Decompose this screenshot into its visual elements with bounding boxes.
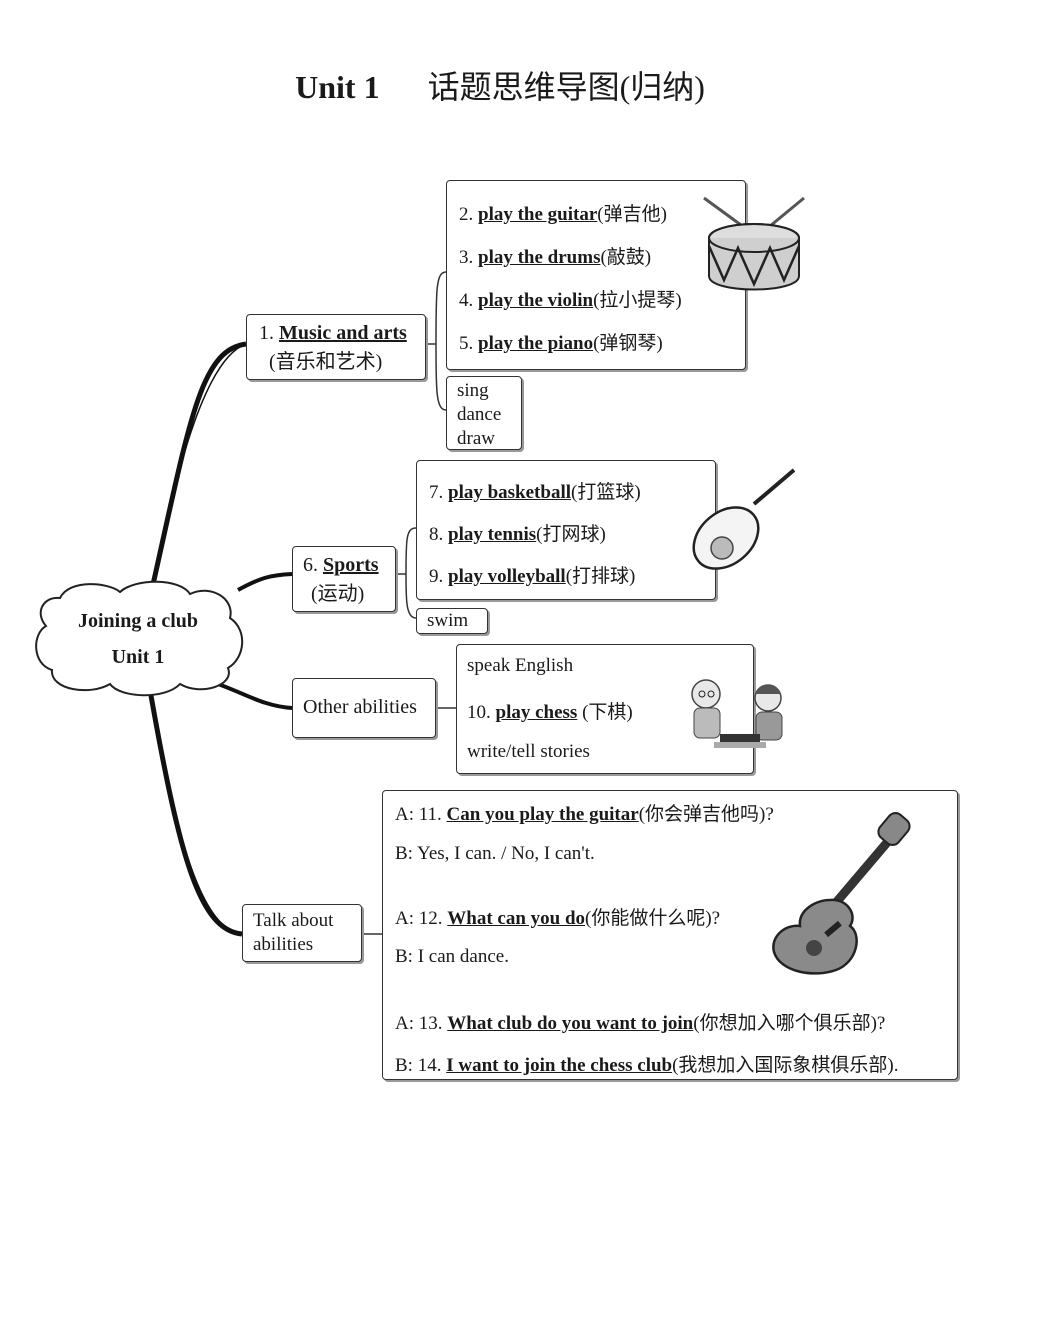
other-label: Other abilities [303,696,417,718]
extra-swim: swim [427,610,469,631]
music-item: 3. play the drums(敲鼓) [459,247,652,268]
music-extra-box: sing dance draw [446,376,522,450]
center-title: Joining a club [77,610,199,632]
category-talk: Talk about abilities [242,904,362,962]
talk-label-1: Talk about [253,910,334,931]
chess-kids-icon [691,679,783,748]
dialogue-box: A: 11. Can you play the guitar(你会弹吉他吗)? … [382,790,958,1080]
tennis-racket-icon [692,468,796,570]
sports-answer: Sports [323,554,379,576]
extra-dance: dance [457,404,502,425]
page-title: Unit 1 话题思维导图(归纳) [0,62,1000,108]
category-other: Other abilities [292,678,436,738]
talk-label-2: abilities [253,934,314,955]
dialogue-line: A: 13. What club do you want to join(你想加… [395,1013,886,1034]
sports-item: 7. play basketball(打篮球) [429,482,641,503]
music-item: 2. play the guitar(弹吉他) [459,204,667,225]
other-item-chess: 10. play chess (下棋) [467,702,633,723]
sports-items-box: 7. play basketball(打篮球) 8. play tennis(打… [416,460,716,600]
other-item-stories: write/tell stories [467,741,590,762]
music-answer: Music and arts [279,322,407,344]
sports-zh: (运动) [311,583,365,605]
other-item-speak: speak English [467,655,574,676]
music-items-box: 2. play the guitar(弹吉他) 3. play the drum… [446,180,746,370]
category-music: 1. Music and arts (音乐和艺术) [246,314,426,380]
extra-draw: draw [457,428,495,449]
cloud-shape [35,580,244,697]
title-topic: 话题思维导图(归纳) [427,69,705,105]
dialogue-line: A: 12. What can you do(你能做什么呢)? [395,908,721,929]
center-subtitle: Unit 1 [111,646,165,668]
sports-extra-box: swim [416,608,488,634]
sports-item: 9. play volleyball(打排球) [429,566,636,587]
music-item: 5. play the piano(弹钢琴) [459,333,663,354]
extra-sing: sing [457,380,489,401]
dialogue-line: A: 11. Can you play the guitar(你会弹吉他吗)? [395,804,774,825]
dialogue-line: B: Yes, I can. / No, I can't. [395,843,595,864]
music-zh: (音乐和艺术) [269,351,383,373]
guitar-icon [772,812,911,975]
music-item: 4. play the violin(拉小提琴) [459,290,682,311]
dialogue-line: B: 14. I want to join the chess club(我想加… [395,1055,899,1076]
drum-icon [703,196,805,291]
sports-item: 8. play tennis(打网球) [429,524,606,545]
category-sports: 6. Sports (运动) [292,546,396,612]
title-unit: Unit 1 [295,69,380,105]
sports-num: 6. [303,554,318,576]
dialogue-line: B: I can dance. [395,946,509,967]
music-num: 1. [259,322,274,344]
